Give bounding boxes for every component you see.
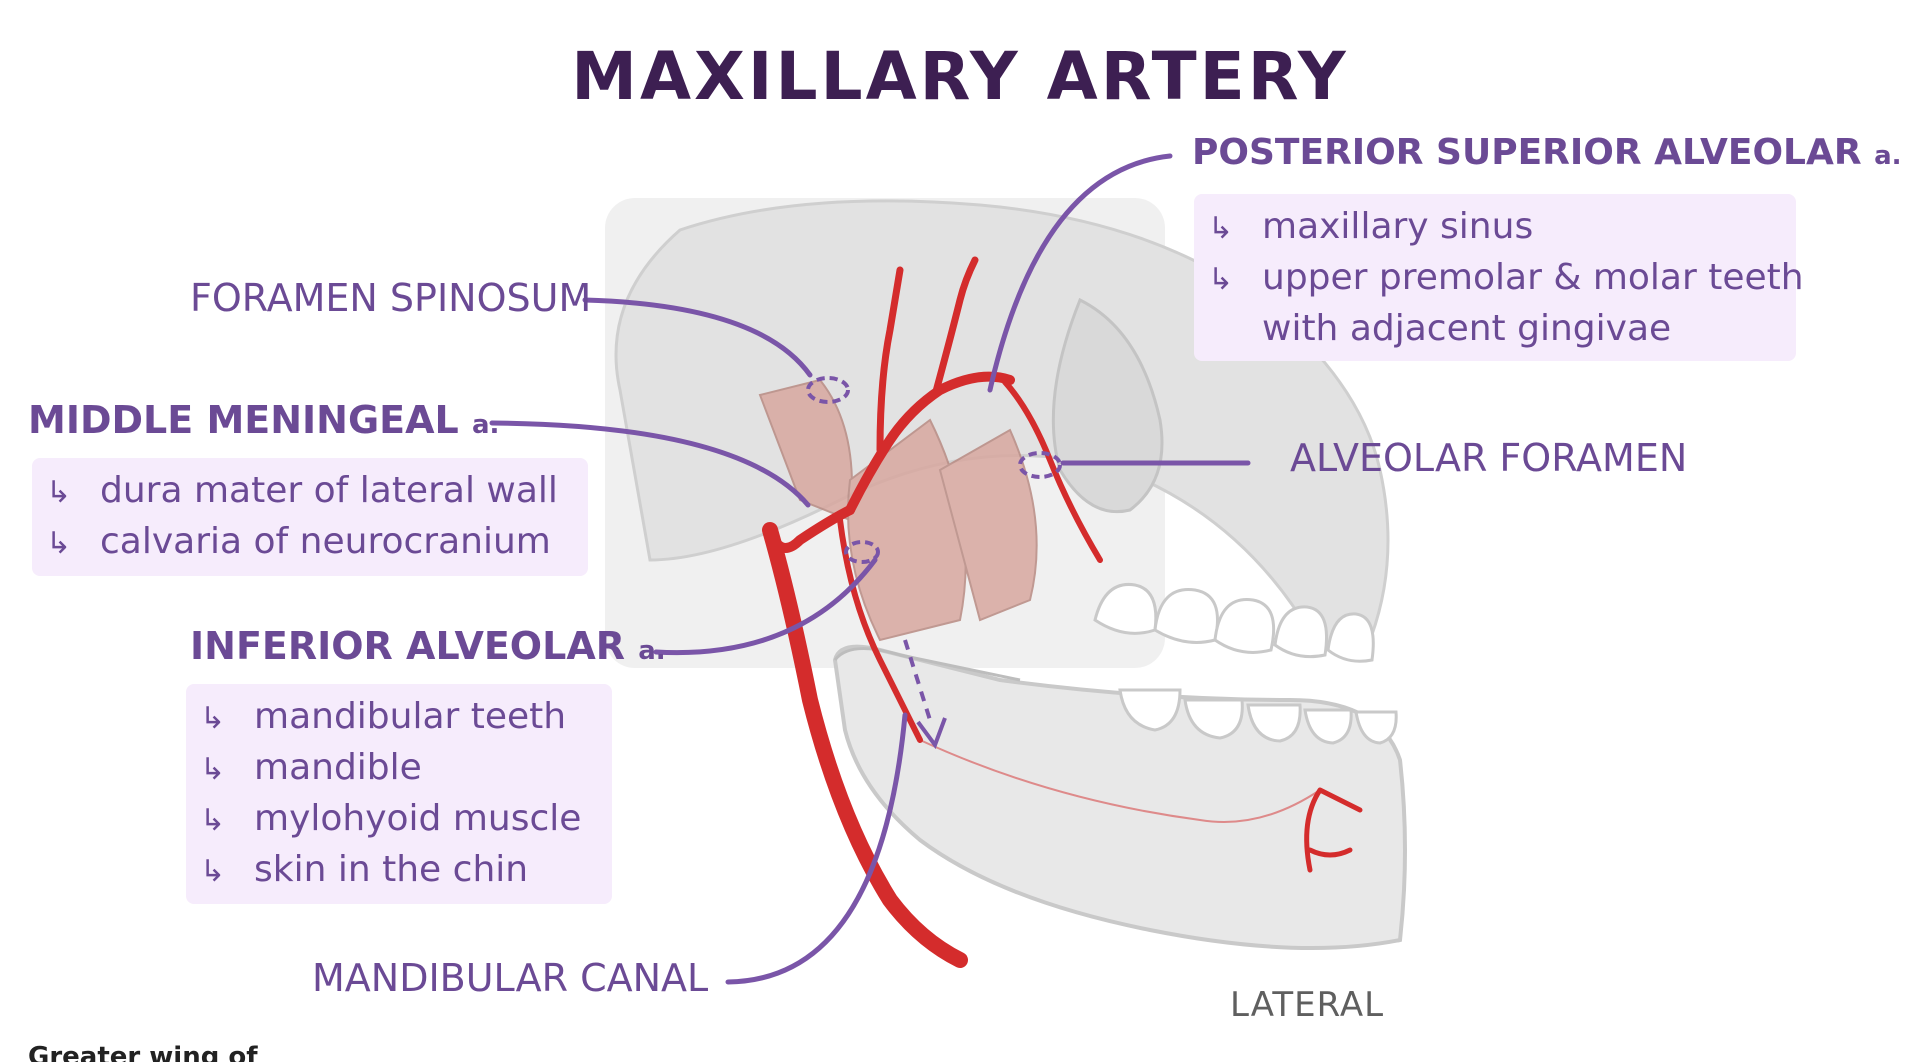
view-label: LATERAL <box>1230 985 1385 1025</box>
label-alveolar-foramen: ALVEOLAR FORAMEN <box>1290 436 1688 480</box>
middle-meningeal-supply-box: ↳dura mater of lateral wall ↳calvaria of… <box>32 458 588 576</box>
branch-arrow-icon: ↳ <box>46 475 72 510</box>
arteries <box>762 256 1363 968</box>
label-posterior-superior-alveolar-suffix: a. <box>1874 141 1902 171</box>
foramen-spinosum-marker <box>806 376 850 404</box>
foramina <box>806 376 1062 750</box>
supply-item: ↳mandible <box>200 743 598 794</box>
label-posterior-superior-alveolar: POSTERIOR SUPERIOR ALVEOLAR a. <box>1192 132 1902 173</box>
mandibular-foramen-marker <box>844 540 880 564</box>
label-mandibular-canal: MANDIBULAR CANAL <box>312 956 709 1000</box>
label-inferior-alveolar: INFERIOR ALVEOLAR a. <box>190 624 666 668</box>
supply-item: ↳maxillary sinus <box>1208 202 1782 253</box>
branch-arrow-icon: ↳ <box>200 803 226 838</box>
alveolar-foramen-marker <box>1018 451 1062 479</box>
label-inferior-alveolar-suffix: a. <box>638 636 666 666</box>
supply-item: ↳upper premolar & molar teeth <box>1208 253 1804 304</box>
label-middle-meningeal-text: MIDDLE MENINGEAL <box>28 398 459 442</box>
branch-arrow-icon: ↳ <box>200 752 226 787</box>
leader-middle-meningeal <box>489 420 811 508</box>
label-posterior-superior-alveolar-text: POSTERIOR SUPERIOR ALVEOLAR <box>1192 132 1862 173</box>
leader-inferior-alveolar <box>653 557 878 656</box>
diagram-title: MAXILLARY ARTERY <box>571 38 1349 115</box>
leader-mandibular-canal <box>725 712 908 985</box>
upper-teeth <box>1093 582 1375 663</box>
lower-teeth <box>1118 688 1398 745</box>
muscles <box>758 378 1038 642</box>
supply-item: ↳calvaria of neurocranium <box>46 517 574 568</box>
branch-arrow-icon: ↳ <box>46 526 72 561</box>
branch-arrow-icon: ↳ <box>200 701 226 736</box>
label-inferior-alveolar-text: INFERIOR ALVEOLAR <box>190 624 625 668</box>
inferior-alveolar-supply-box: ↳mandibular teeth ↳mandible ↳mylohyoid m… <box>186 684 612 904</box>
supply-item: ↳dura mater of lateral wall <box>46 466 574 517</box>
leader-posterior-superior-alveolar <box>987 153 1173 393</box>
supply-item: ↳skin in the chin <box>200 845 598 896</box>
posterior-superior-alveolar-supply-box: ↳maxillary sinus ↳upper premolar & molar… <box>1194 194 1804 361</box>
branch-arrow-icon: ↳ <box>1208 262 1234 297</box>
branch-arrow-icon: ↳ <box>200 854 226 889</box>
cut-off-caption: Greater wing of <box>28 1042 258 1062</box>
supply-item: ↳mylohyoid muscle <box>200 794 598 845</box>
leader-lines <box>489 153 1251 985</box>
label-middle-meningeal-suffix: a. <box>471 410 500 440</box>
branch-arrow-icon: ↳ <box>1208 211 1234 246</box>
supply-item: ↳mandibular teeth <box>200 692 598 743</box>
supply-item-continued: with adjacent gingivae <box>1262 308 1672 349</box>
label-middle-meningeal: MIDDLE MENINGEAL a. <box>28 398 499 442</box>
leader-foramen-spinosum <box>582 297 813 378</box>
label-foramen-spinosum: FORAMEN SPINOSUM <box>190 276 592 320</box>
